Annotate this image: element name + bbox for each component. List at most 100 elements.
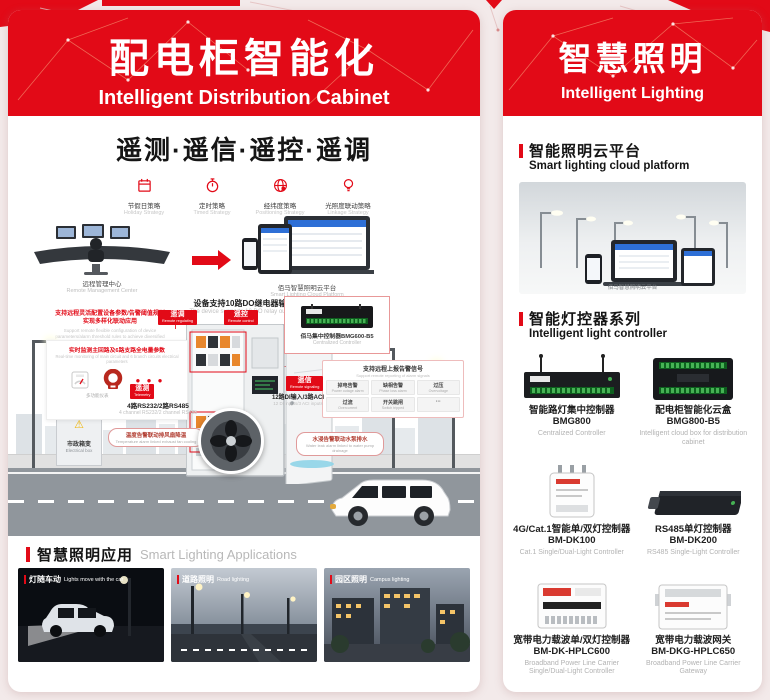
controllers-section-heading: 智能灯控器系列	[519, 308, 641, 329]
controller-device-image	[301, 304, 373, 328]
right-header-banner: 智慧照明 Intelligent Lighting	[503, 10, 762, 116]
controller-desc: Centralized Controller	[312, 340, 362, 346]
device-bmg800-b5-image	[653, 358, 734, 400]
badge-en: Remote signaling	[290, 385, 320, 389]
applications-title-en: Smart Lighting Applications	[140, 547, 297, 562]
device-bm-dk100-image	[549, 465, 595, 518]
alarm-title-en: Support remote reporting of alarm signal…	[356, 373, 430, 378]
photo-label-en: Lights move with the car	[64, 576, 124, 583]
control-center-label: 远程管理中心	[82, 281, 122, 288]
monitoring-icon-labels: 多功能仪表 互感器	[47, 393, 187, 399]
strategy-label: 定时策略	[199, 203, 225, 210]
section-bar	[519, 311, 523, 326]
product-name: 4G/Cat.1智能单/双灯控制器	[513, 524, 631, 535]
device-bmg800-image	[523, 354, 620, 398]
product-name: 宽带电力载波单/双灯控制器	[513, 634, 631, 646]
product-bmg800: 智能路灯集中控制器 BMG800 Centralized Controller	[513, 346, 631, 447]
product-name: 智能路灯集中控制器	[528, 405, 615, 416]
product-image-wrap	[634, 465, 752, 519]
chip-cn: 过流	[342, 400, 353, 406]
car-illustration	[330, 479, 451, 526]
product-image-wrap	[513, 576, 631, 630]
product-desc: Cat.1 Single/Dual-Light Controller	[519, 549, 624, 556]
device-bm-dk-hplc600-image	[537, 583, 607, 628]
label-bar	[177, 575, 179, 584]
product-image-wrap	[513, 346, 631, 400]
monitoring-title: 实时监测主回路及6路支路全电量参数	[69, 348, 165, 354]
product-name: RS485单灯控制器	[654, 524, 732, 535]
strategy-label: 光照度联动策略	[325, 203, 371, 210]
street-lamp-pole	[32, 338, 55, 468]
product-model: BM-DK100	[547, 535, 596, 546]
product-desc: Broadband Power Line Carrier Gateway	[645, 659, 741, 676]
monitoring-icons: ● ● ●	[47, 369, 187, 391]
photo-road-lighting: 道路照明 Road lighting	[171, 568, 317, 662]
device-bm-dkg-hplc650-image	[655, 584, 732, 629]
current-transformer-icon	[103, 369, 122, 389]
signaling-detail-en: 12 DI inputs/3 ACI inputs	[273, 401, 323, 406]
badge-remote-signaling: 遥信 Remote signaling	[286, 376, 324, 391]
photo-label-cn: 道路照明	[182, 575, 214, 584]
photo-label-en: Road lighting	[217, 576, 250, 583]
applications-title: 智慧照明应用	[37, 547, 134, 564]
applications-photos: 灯随车动 Lights move with the car 道	[18, 568, 470, 662]
badge-cn: 遥测	[135, 385, 150, 392]
pill-cn: 水浸告警联动水泵排水	[312, 437, 368, 443]
stopwatch-icon	[206, 178, 218, 193]
constellation-pattern	[17, 17, 474, 106]
cloud-platform-image: 佰马智慧照明云平台	[519, 182, 746, 294]
right-subtitle: Intelligent Lighting	[560, 85, 705, 102]
product-desc: RS485 Single-Light Controller	[646, 549, 740, 556]
product-model: BM-DK-HPLC600	[533, 645, 611, 657]
chip-en	[418, 405, 459, 409]
pill-cn: 温度告警联动排风扇降温	[125, 433, 187, 439]
product-desc: Broadband Power Line Carrier Single/Dual…	[524, 659, 620, 676]
cloud-platform-label-en: Smart Lighting Cloud Platform	[270, 292, 344, 298]
warning-icon: ⚠	[74, 419, 84, 431]
badge-remote-regulating: 遥调 Remote regulating	[158, 310, 198, 325]
badge-remote-control: 遥控 Remote control	[224, 310, 258, 325]
photo-label-en: Campus lighting	[370, 576, 410, 583]
badge-en: Telemetry	[134, 393, 151, 397]
photo-label: 道路照明 Road lighting	[177, 574, 249, 585]
badge-cn: 遥控	[233, 311, 248, 318]
product-desc: Centralized Controller	[537, 430, 606, 437]
strategy-label: 节假日策略	[127, 203, 161, 210]
cloud-platform-caption: 佰马智慧照明云平台 Smart Lighting Cloud Platform	[240, 282, 374, 298]
temperature-linkage-callout: 温度告警联动排风扇降温 Temperature alarm linked exh…	[108, 428, 204, 447]
product-image-wrap	[513, 465, 631, 519]
telemetry-detail: 4路RS232/2路RS485 4 channel RS232/2 channe…	[74, 400, 242, 416]
cloud-platform-label: 佰马智慧照明云平台	[277, 285, 337, 292]
meter-icon	[71, 371, 89, 389]
signaling-detail: 12路DI输入/3路ACI 12 DI inputs/3 ACI inputs	[258, 392, 338, 406]
section-bar	[519, 143, 523, 158]
telemetry-detail-en: 4 channel RS232/2 channel RS485	[118, 410, 198, 416]
product-bmg800-b5: 配电柜智能化云盒 BMG800-B5 Intelligent cloud box…	[634, 346, 752, 447]
strategy-row: 节假日策略 Holiday Strategy 定时策略 Timed Strate…	[112, 178, 380, 216]
product-bm-dk200: RS485单灯控制器 BM-DK200 RS485 Single-Light C…	[634, 465, 752, 558]
constellation-pattern	[508, 17, 758, 91]
control-center-illustration	[34, 224, 170, 275]
cloud-image-caption: 佰马智慧照明云平台	[607, 285, 658, 291]
meter-label: 多功能仪表	[86, 393, 109, 398]
cloud-section-title: 智能照明云平台	[529, 143, 642, 160]
photo-label-cn: 园区照明	[335, 575, 367, 584]
chip-cn: 掉电告警	[337, 383, 358, 389]
strategy-holiday: 节假日策略 Holiday Strategy	[112, 178, 176, 216]
strategy-label: 经纬度策略	[263, 203, 297, 210]
badge-en: Remote control	[228, 319, 254, 323]
photo-label: 园区照明 Campus lighting	[330, 574, 409, 585]
water-puddle	[290, 460, 334, 468]
exhaust-fan-icon	[210, 420, 252, 462]
product-bm-dk100: 4G/Cat.1智能单/双灯控制器 BM-DK100 Cat.1 Single/…	[513, 465, 631, 558]
product-bm-dk-hplc600: 宽带电力载波单/双灯控制器 BM-DK-HPLC600 Broadband Po…	[513, 576, 631, 677]
alarm-title: 支持远程上报告警信号	[362, 367, 423, 373]
chip-en: Overvoltage	[428, 389, 449, 393]
remote-functions-title: 遥测·遥信·遥控·遥调	[116, 135, 372, 165]
product-model: BMG800	[552, 416, 591, 427]
